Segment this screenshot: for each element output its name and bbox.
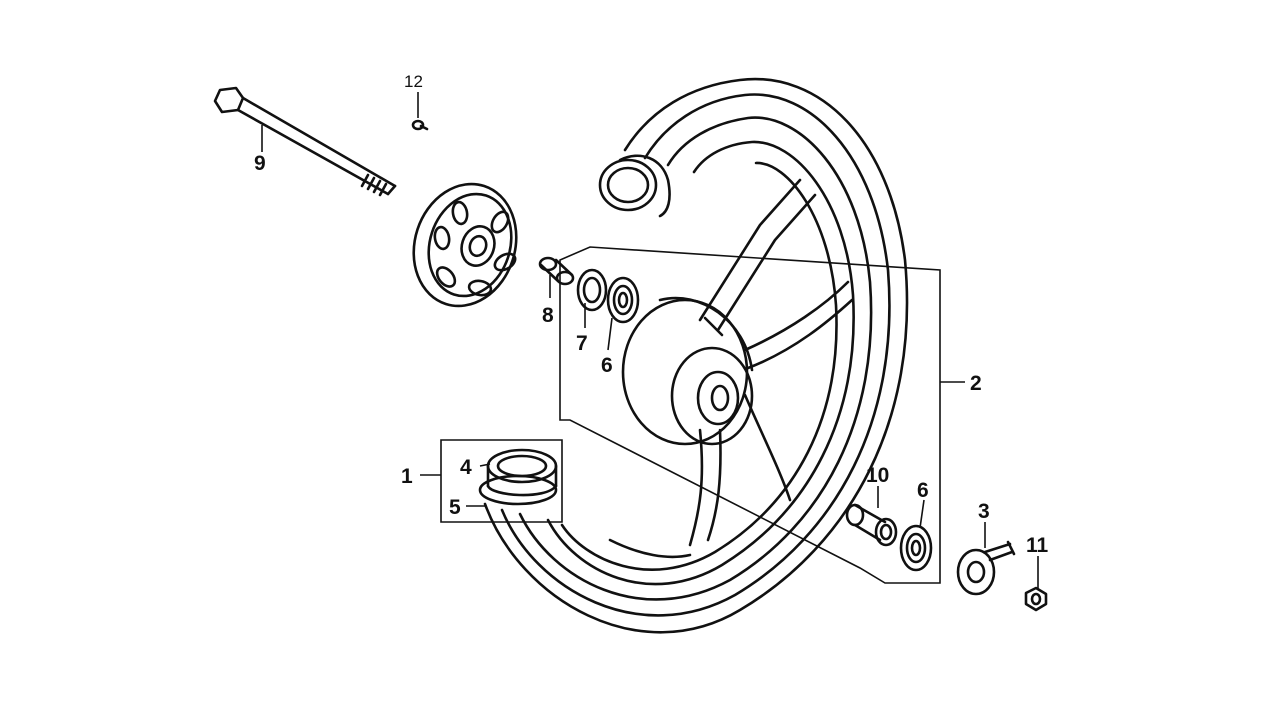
oil-seal-drawing bbox=[576, 268, 608, 312]
tire-lower-cut-end bbox=[478, 448, 558, 506]
part-label-6-lower: 6 bbox=[917, 479, 929, 502]
collar-drawing bbox=[845, 503, 898, 547]
part-label-9: 9 bbox=[254, 152, 266, 175]
hub-drawing bbox=[621, 296, 754, 446]
gear-box-drawing bbox=[956, 540, 1016, 596]
spacer-drawing bbox=[538, 256, 575, 286]
part-label-10: 10 bbox=[866, 464, 889, 487]
part-label-8: 8 bbox=[542, 304, 554, 327]
part-label-2: 2 bbox=[970, 372, 982, 395]
part-label-5: 5 bbox=[449, 496, 461, 519]
small-screw-drawing bbox=[411, 119, 429, 131]
bearing-lower-drawing bbox=[899, 524, 933, 572]
callout-labels: 12 9 8 7 6 2 1 4 5 10 6 3 11 bbox=[254, 72, 1049, 557]
part-label-11: 11 bbox=[1026, 534, 1049, 557]
brake-cover-drawing bbox=[412, 182, 518, 308]
tire-cut-end bbox=[598, 154, 671, 218]
part-label-3: 3 bbox=[978, 500, 990, 523]
tire-drawing bbox=[483, 77, 909, 634]
part-label-1: 1 bbox=[401, 465, 413, 488]
leader-lines bbox=[261, 92, 1039, 589]
part-label-6-upper: 6 bbox=[601, 354, 613, 377]
axle-nut-drawing bbox=[1024, 586, 1048, 612]
axle-bolt-drawing bbox=[213, 86, 397, 197]
part-label-7: 7 bbox=[576, 332, 588, 355]
part-label-12: 12 bbox=[404, 72, 423, 91]
bearing-upper-drawing bbox=[606, 276, 640, 324]
part-label-4: 4 bbox=[460, 456, 472, 479]
